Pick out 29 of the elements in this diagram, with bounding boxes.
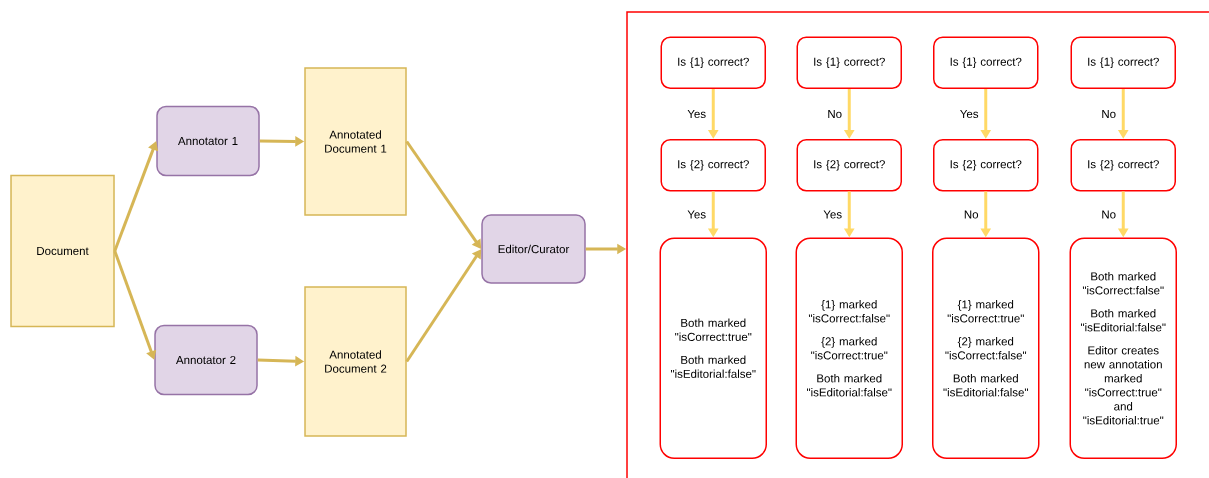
question-box: Is {2} correct? <box>1070 139 1176 192</box>
edge-label: Yes <box>958 109 980 119</box>
result-box: {1} marked "isCorrect:true" {2} marked "isCorrect:false" Both marked "isEditorial:false" <box>932 237 1040 459</box>
question-box: Is {2} correct? <box>796 139 902 192</box>
result-box: Both marked "isCorrect:false" Both marked "isEditorial:false" Editor creates new annotation marked "isCorrect:true" and "isEditorial:true" <box>1069 237 1177 459</box>
process-box: Annotator 1 <box>156 105 260 177</box>
edge-label: Yes <box>686 209 708 220</box>
edge-label: No <box>1100 209 1118 220</box>
question-box: Is {2} correct? <box>660 139 766 192</box>
arrow <box>405 140 482 249</box>
process-box: Annotator 2 <box>154 324 258 396</box>
question-box: Is {2} correct? <box>933 139 1039 192</box>
document-box: Annotated Document 1 <box>304 67 407 216</box>
edge-label: No <box>826 109 844 119</box>
question-box: Is {1} correct? <box>660 36 766 89</box>
question-box: Is {1} correct? <box>1070 36 1176 89</box>
document-box: Document <box>10 174 115 328</box>
edge-label: Yes <box>686 109 708 119</box>
result-box: {1} marked "isCorrect:false" {2} marked "isCorrect:true" Both marked "isEditorial:false" <box>795 237 903 459</box>
process-box: Editor/Curator <box>481 214 586 284</box>
question-box: Is {1} correct? <box>796 36 902 89</box>
question-box: Is {1} correct? <box>933 36 1039 89</box>
edge-label: Yes <box>822 209 844 220</box>
panel-frame <box>626 11 1209 478</box>
arrow <box>405 249 482 363</box>
result-box: Both marked "isCorrect:true" Both marked "isEditorial:false" <box>659 237 767 459</box>
document-box: Annotated Document 2 <box>304 286 407 437</box>
edge-label: No <box>962 209 980 220</box>
edge-label: No <box>1100 109 1118 119</box>
